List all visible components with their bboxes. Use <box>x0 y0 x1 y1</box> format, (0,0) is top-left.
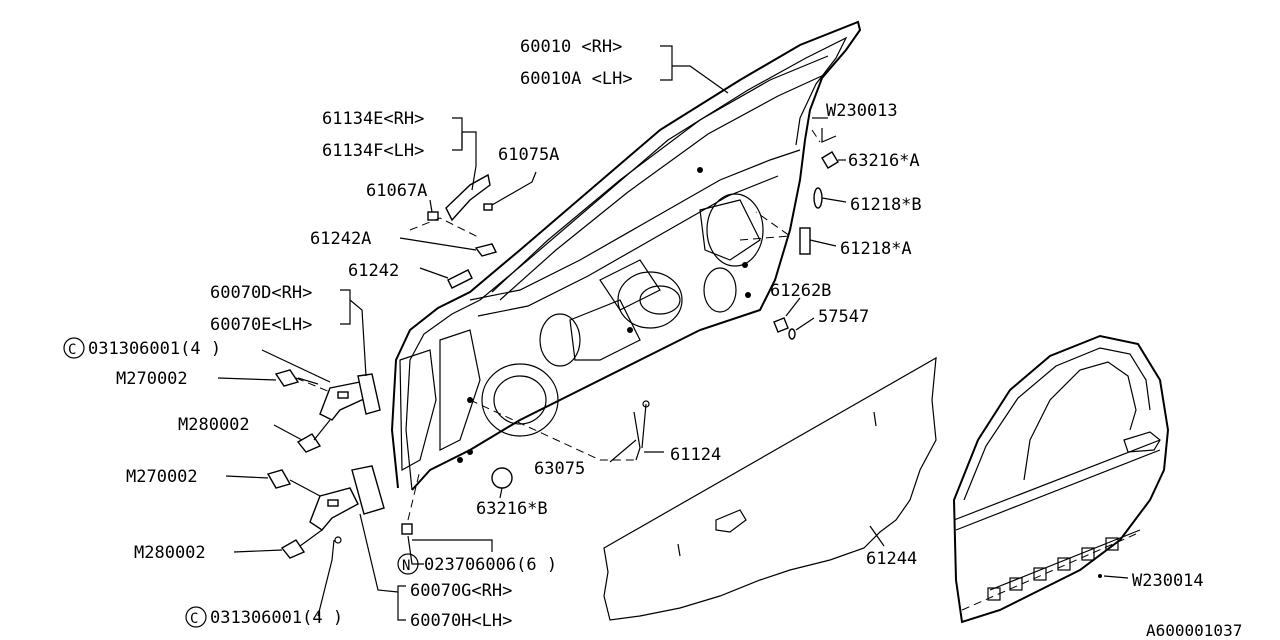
label-61262B: 61262B <box>770 281 831 301</box>
c-prefix-bottom: C <box>190 611 198 627</box>
bolt-m280002-top[interactable] <box>296 419 331 453</box>
label-60070G: 60070G<RH> <box>410 581 512 601</box>
upper-hinge-60070D[interactable] <box>319 373 381 421</box>
nut-023706006[interactable] <box>401 523 413 535</box>
label-60070D: 60070D<RH> <box>210 283 312 303</box>
label-61134E: 61134E<RH> <box>322 109 424 129</box>
c-symbol-bottom <box>185 606 207 628</box>
part-labels: 60010 <RH> 60010A <LH> 61134E<RH> 61134F… <box>63 37 1242 640</box>
label-63216B: 63216*B <box>476 499 548 519</box>
label-m280002-bottom: M280002 <box>134 543 206 563</box>
label-m270002-bottom: M270002 <box>126 467 198 487</box>
lower-hinge-60070G[interactable] <box>309 465 385 531</box>
label-61218A: 61218*A <box>840 239 912 259</box>
moulding-61134[interactable] <box>445 173 491 222</box>
label-w230014: W230014 <box>1132 571 1204 591</box>
sealing-cover-61244[interactable] <box>603 356 937 621</box>
label-61244: 61244 <box>866 549 917 569</box>
reference-code: A600001037 <box>1146 621 1242 640</box>
clip-61262B[interactable] <box>773 317 789 333</box>
label-61218B: 61218*B <box>850 195 922 215</box>
label-m270002-top: M270002 <box>116 369 188 389</box>
front-door-shell[interactable] <box>390 20 862 491</box>
label-w230013: W230013 <box>826 101 898 121</box>
clip-61067A[interactable] <box>427 211 439 221</box>
label-63075: 63075 <box>534 459 585 479</box>
n-symbol <box>397 553 419 575</box>
label-023706006: 023706006(6 ) <box>424 555 557 575</box>
n-prefix: N <box>402 558 410 574</box>
c-symbol-top <box>63 337 85 359</box>
plug-63216A[interactable] <box>821 151 839 169</box>
seal-61218B[interactable] <box>813 187 823 209</box>
label-63216A: 63216*A <box>848 151 920 171</box>
label-61134F: 61134F<LH> <box>322 141 424 161</box>
label-m280002-top: M280002 <box>178 415 250 435</box>
label-61124: 61124 <box>670 445 721 465</box>
clip-61075A[interactable] <box>483 203 493 211</box>
c-prefix-top: C <box>68 342 76 358</box>
label-60070H: 60070H<LH> <box>410 611 512 631</box>
lock-rod-61124[interactable] <box>633 400 650 461</box>
seal-61218A[interactable] <box>799 227 811 255</box>
door-exterior-view[interactable] <box>952 334 1170 624</box>
bolt-m270002-bottom[interactable] <box>266 469 321 497</box>
label-60010A: 60010A <LH> <box>520 69 633 89</box>
pad-61242[interactable] <box>447 269 473 289</box>
plug-63216B[interactable] <box>491 467 513 489</box>
label-61242A: 61242A <box>310 229 371 249</box>
label-60070E: 60070E<LH> <box>210 315 312 335</box>
label-031306001-bottom: 031306001(4 ) <box>210 608 343 628</box>
label-57547: 57547 <box>818 307 869 327</box>
label-61075A: 61075A <box>498 145 559 165</box>
label-61067A: 61067A <box>366 181 427 201</box>
bolt-m270002-top[interactable] <box>274 369 319 387</box>
bolt-m280002-bottom[interactable] <box>280 529 323 559</box>
label-031306001-top: 031306001(4 ) <box>88 339 221 359</box>
clip-57547[interactable] <box>788 328 796 340</box>
label-61242: 61242 <box>348 261 399 281</box>
label-60010: 60010 <RH> <box>520 37 622 57</box>
pad-61242A[interactable] <box>474 243 498 257</box>
